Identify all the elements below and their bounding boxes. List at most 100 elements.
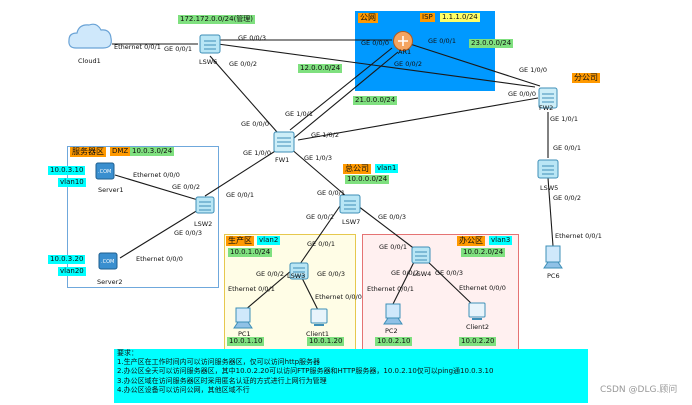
link-lsw3-pc1 (244, 269, 293, 311)
server-zone (67, 146, 219, 288)
switch-icon[interactable] (198, 32, 222, 56)
lsw2-label: LSW2 (194, 220, 213, 228)
client2-label: Client2 (466, 323, 489, 331)
port-label: Ethernet 0/0/1 (228, 285, 275, 293)
public-network-zone (355, 11, 495, 91)
isp-tag: ISP (420, 13, 435, 22)
client1-ip-tag: 10.0.1.20 (307, 337, 345, 346)
port-label: GE 0/0/3 (435, 269, 463, 277)
requirement-item: 3.办公区域在访问服务器区时采用匿名认证的方式进行上网行为管理 (117, 376, 327, 385)
fw2-label: FW2 (539, 104, 554, 112)
link-fw1-ar1-b (293, 51, 399, 139)
office-title: 办公区 (457, 236, 485, 246)
port-label: GE 1/0/3 (304, 154, 332, 162)
port-label: GE 0/0/0 (241, 120, 269, 128)
firewall-icon[interactable] (272, 130, 296, 154)
dmz-tag: DMZ (110, 147, 131, 156)
cloud-icon[interactable] (66, 20, 114, 54)
switch-icon[interactable] (194, 194, 216, 216)
port-label: GE 0/0/2 (553, 194, 581, 202)
link-lsw2-server2 (119, 209, 199, 259)
port-label: GE 1/0/1 (550, 115, 578, 123)
pc-icon[interactable] (382, 302, 404, 326)
pc-icon[interactable] (542, 244, 564, 270)
port-label: Ethernet 0/0/0 (136, 255, 183, 263)
lsw3-label: LSW3 (287, 272, 306, 280)
port-label: GE 0/0/0 (508, 90, 536, 98)
isp-network-tag: 1.1.1.0/24 (440, 13, 480, 22)
requirement-item: 1.生产区在工作时间内可以访问服务器区，仅可以访问http服务器 (117, 358, 321, 367)
port-label: GE 0/0/2 (229, 60, 257, 68)
production-network-tag: 10.0.1.0/24 (228, 248, 273, 257)
requirements-panel: 要求： 1.生产区在工作时间内可以访问服务器区，仅可以访问http服务器 2.办… (114, 349, 588, 403)
server-network-tag: 10.0.3.0/24 (130, 147, 175, 156)
public-zone-title: 公网 (358, 13, 378, 23)
subnet-fw1-fw2: 21.0.0.0/24 (353, 96, 398, 105)
port-label: Ethernet 0/0/0 (315, 293, 362, 301)
pc2-label: PC2 (385, 327, 398, 335)
port-label: GE 0/0/2 (391, 269, 419, 277)
port-label: GE 1/0/1 (285, 110, 313, 118)
pc6-label: PC6 (547, 272, 560, 280)
lsw4-label: LSW4 (413, 270, 432, 278)
subnet-fw1-ar1: 12.0.0.0/24 (298, 64, 343, 73)
link-lsw2-server1 (114, 174, 199, 201)
port-label: GE 0/0/3 (174, 229, 202, 237)
port-label: GE 0/0/1 (553, 144, 581, 152)
client-icon[interactable] (466, 300, 488, 322)
link-lsw6-fw2 (217, 43, 536, 88)
office-vlan-tag: vlan3 (489, 236, 513, 245)
port-label: GE 0/0/3 (317, 270, 345, 278)
router-icon[interactable] (392, 30, 414, 52)
port-label: GE 0/0/2 (394, 60, 422, 68)
switch-icon[interactable] (288, 260, 310, 282)
server-icon[interactable]: .COM (94, 160, 116, 182)
port-label: GE 0/0/3 (238, 34, 266, 42)
branch-title: 分公司 (572, 73, 600, 83)
hq-vlan-tag: vlan1 (375, 164, 399, 173)
port-label: Ethernet 0/0/1 (367, 285, 414, 293)
port-label: GE 1/0/0 (243, 149, 271, 157)
link-fw1-lsw2 (204, 147, 281, 197)
requirements-title: 要求： (117, 349, 138, 357)
switch-icon[interactable] (410, 244, 432, 266)
fw1-label: FW1 (275, 156, 290, 164)
port-label: GE 0/0/1 (164, 45, 192, 53)
firewall-icon[interactable] (537, 86, 559, 110)
server-icon[interactable]: .COM (97, 250, 119, 272)
switch-icon[interactable] (338, 192, 362, 216)
hq-network-tag: 10.0.0.0/24 (345, 175, 390, 184)
server1-vlan-tag: vlan10 (58, 178, 86, 187)
port-label: GE 0/0/2 (256, 270, 284, 278)
port-label: GE 0/0/1 (307, 240, 335, 248)
switch-icon[interactable] (536, 157, 560, 181)
server-zone-title: 服务器区 (70, 147, 106, 157)
link-fw1-ar1-a (289, 47, 393, 131)
lsw5-label: LSW5 (540, 184, 559, 192)
production-vlan-tag: vlan2 (257, 236, 281, 245)
svg-text:.COM: .COM (98, 169, 111, 175)
link-fw1-lsw7 (289, 147, 347, 197)
port-label: GE 0/0/0 (361, 39, 389, 47)
requirement-item: 4.办公区设备可以访问公网，其他区域不行 (117, 385, 250, 394)
client-icon[interactable] (308, 306, 330, 328)
link-lsw5-pc6 (547, 177, 554, 247)
port-label: GE 0/0/3 (378, 213, 406, 221)
client2-ip-tag: 10.0.2.20 (459, 337, 497, 346)
pc1-label: PC1 (238, 330, 251, 338)
mgmt-network-tag: 172.172.0.0/24(管理) (178, 15, 256, 24)
pc-icon[interactable] (232, 306, 254, 330)
ar1-label: AR1 (398, 48, 412, 56)
link-lsw3-client1 (299, 273, 319, 311)
link-lsw7-lsw4 (357, 205, 417, 251)
port-label: GE 0/0/1 (428, 37, 456, 45)
port-label: GE 0/0/1 (317, 189, 345, 197)
lsw6-label: LSW6 (199, 58, 218, 66)
requirement-item: 2.办公区全天可以访问服务器区，其中10.0.2.20可以访问FTP服务器和HT… (117, 367, 494, 376)
port-label: Ethernet 0/0/0 (133, 171, 180, 179)
server1-ip-tag: 10.0.3.10 (48, 166, 86, 175)
link-lsw6-fw1 (209, 55, 278, 133)
cloud1-label: Cloud1 (78, 57, 101, 65)
